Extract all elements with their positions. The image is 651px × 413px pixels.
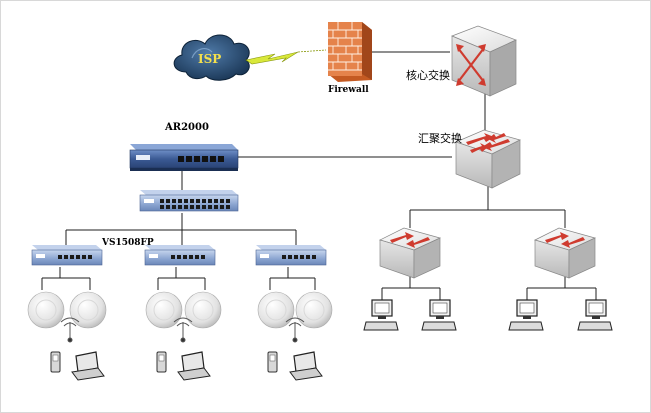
connection-lines: [41, 51, 597, 300]
aggregation-switch-icon: [455, 129, 521, 189]
access-point-icon: [257, 291, 295, 329]
desktop-pc-icon: [363, 299, 399, 331]
main-switch-icon: [139, 190, 239, 212]
access-point-icon: [27, 291, 65, 329]
access-point-icon: [295, 291, 333, 329]
phone-icon: [267, 351, 278, 373]
cloud-icon: [173, 34, 250, 81]
laptop-icon: [289, 351, 323, 381]
access-point-icon: [184, 291, 222, 329]
poe-switch-label: VS1508FP: [102, 238, 154, 248]
laptop-icon: [71, 351, 105, 381]
desktop-pc-icon: [421, 299, 457, 331]
access-switch-icon: [534, 227, 597, 279]
isp-label: ISP: [198, 52, 222, 66]
access-switch-icon: [379, 227, 442, 279]
wireless-signal-icon: [60, 317, 305, 343]
phone-icon: [50, 351, 61, 373]
phone-icon: [156, 351, 167, 373]
laptop-icon: [177, 351, 211, 381]
core-switch-icon: [451, 25, 517, 97]
firewall-label: Firewall: [328, 85, 369, 95]
desktop-pc-icon: [508, 299, 544, 331]
router-icon: [129, 144, 239, 171]
access-point-icon: [145, 291, 183, 329]
access-point-icon: [69, 291, 107, 329]
aggregation-switch-label: 汇聚交换: [418, 132, 462, 145]
lightning-icon: [245, 49, 327, 65]
core-switch-label: 核心交换: [406, 69, 450, 82]
poe-switch-icon: [31, 245, 103, 266]
router-label: AR2000: [165, 122, 209, 133]
poe-switch-icon: [255, 245, 327, 266]
desktop-pc-icon: [577, 299, 613, 331]
firewall-icon: [328, 22, 372, 82]
poe-switch-icon: [144, 245, 216, 266]
